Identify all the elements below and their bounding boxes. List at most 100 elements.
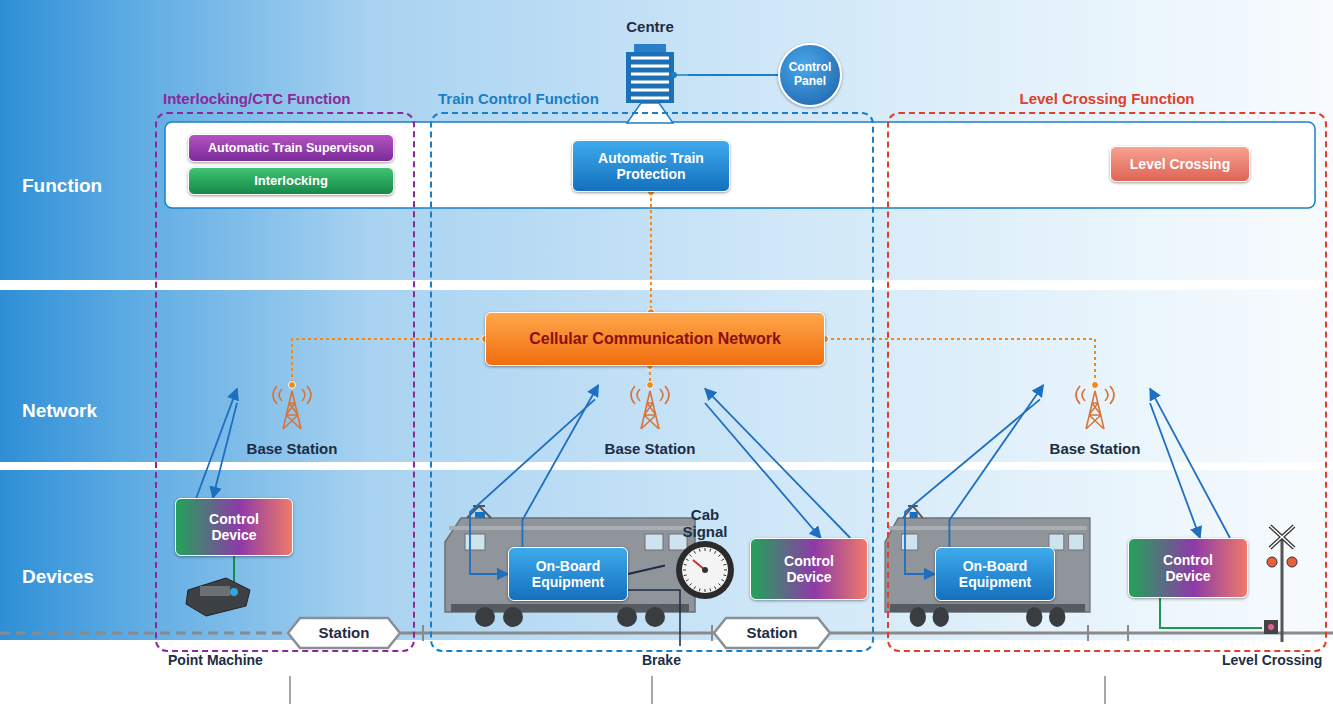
station-hexagon: Station xyxy=(713,617,831,649)
rect-part xyxy=(634,44,666,52)
node-text: On-Board Equipment xyxy=(514,558,622,590)
line-part xyxy=(715,551,717,554)
control-panel-circle: Control Panel xyxy=(778,43,842,107)
connector xyxy=(688,74,778,76)
drawing-part xyxy=(1270,526,1294,548)
control-device-box: Control Device xyxy=(750,538,868,600)
link-dot xyxy=(647,382,654,389)
train-1 xyxy=(445,506,695,627)
path-part xyxy=(1076,386,1114,404)
drawing-part xyxy=(1087,625,1089,641)
rect-part xyxy=(626,52,674,103)
function-box: Automatic Train Supervison xyxy=(188,134,394,162)
node-text: On-Board Equipment xyxy=(941,558,1049,590)
function-box: Level Crossing xyxy=(1110,146,1250,182)
function-region: Train Control FunctionAutomatic Train Pr… xyxy=(430,90,874,652)
track-ticks xyxy=(423,625,1128,641)
line-part xyxy=(721,559,724,561)
connector xyxy=(522,385,598,547)
network-link xyxy=(650,192,652,312)
line-part xyxy=(689,583,691,585)
tower xyxy=(631,386,669,429)
part-label: Point Machine xyxy=(168,652,263,668)
part-label: Brake xyxy=(642,652,681,668)
connector xyxy=(705,403,821,538)
drawing-part xyxy=(651,676,653,704)
node-text: Base Station xyxy=(1042,440,1149,457)
connector xyxy=(196,389,237,498)
node-text: Devices xyxy=(22,566,94,588)
connector xyxy=(705,389,850,538)
circle-part xyxy=(676,541,734,599)
on-board-box: On-Board Equipment xyxy=(935,547,1055,601)
drawing-part xyxy=(422,625,424,641)
node-text: Control Device xyxy=(765,553,853,585)
node-text: Centre xyxy=(626,18,674,35)
node-text: Base Station xyxy=(239,440,346,457)
connector xyxy=(949,385,1043,547)
line-part xyxy=(694,586,696,589)
drawing-part xyxy=(1270,526,1294,548)
line-part xyxy=(723,574,726,576)
centre-building: Centre xyxy=(612,18,688,103)
link-dot xyxy=(289,382,296,389)
line-part xyxy=(684,574,687,576)
tower xyxy=(1076,386,1114,429)
node-text: Control Device xyxy=(190,511,278,543)
line-part xyxy=(686,559,689,561)
cab-signal: Cab Signal xyxy=(665,506,745,602)
station-hexagon: Station xyxy=(287,617,401,649)
path-part xyxy=(641,391,659,429)
node-text: Control Panel xyxy=(784,61,836,89)
function-region: Level Crossing FunctionLevel CrossingBas… xyxy=(887,90,1327,652)
circle-part xyxy=(702,567,708,573)
drawing-part xyxy=(1287,557,1297,567)
network-box: Cellular Communication Network xyxy=(485,312,825,366)
line-part xyxy=(724,570,727,571)
base-station: Base Station xyxy=(1040,385,1150,457)
node-text: Control Device xyxy=(1144,552,1232,584)
node-text: Interlocking/CTC Function xyxy=(155,90,359,107)
path-part xyxy=(1086,391,1104,429)
line-part xyxy=(631,81,669,84)
line-part xyxy=(718,583,720,585)
connector xyxy=(1150,389,1230,538)
line-part xyxy=(709,549,711,552)
track-dashed xyxy=(0,632,290,635)
line-part xyxy=(709,588,711,591)
path-part xyxy=(283,391,301,429)
function-panel xyxy=(165,122,1315,208)
line-part xyxy=(715,586,717,589)
drawing-part xyxy=(1104,676,1106,704)
drawing-part xyxy=(1267,557,1277,567)
brake-wire xyxy=(623,590,680,646)
line-part xyxy=(631,89,669,92)
line-part xyxy=(631,65,669,68)
node-text: Level Crossing Function xyxy=(1011,90,1202,107)
network-link xyxy=(825,339,1095,385)
line-part xyxy=(705,589,706,592)
node-text: Function xyxy=(22,175,102,197)
line-part xyxy=(684,564,687,566)
node-text: Train Control Function xyxy=(430,90,607,107)
path-part xyxy=(273,386,311,404)
drawing-part xyxy=(1281,538,1284,642)
drawing-part xyxy=(1270,526,1294,548)
line-part xyxy=(689,554,691,556)
line-part xyxy=(683,570,686,571)
control-device-box: Control Device xyxy=(175,498,293,556)
drawing-part xyxy=(1264,620,1278,634)
line-part xyxy=(686,580,689,582)
link-dot xyxy=(1092,382,1099,389)
node-text: Base Station xyxy=(597,440,704,457)
line-part xyxy=(694,551,696,554)
tower xyxy=(273,386,311,429)
line-part xyxy=(721,580,724,582)
base-station: Base Station xyxy=(237,385,347,457)
part-label: Level Crossing xyxy=(1222,652,1322,668)
node-text: Automatic Train Protection xyxy=(578,150,724,182)
drawing-part xyxy=(1127,625,1129,641)
node-text: Station xyxy=(739,624,806,641)
